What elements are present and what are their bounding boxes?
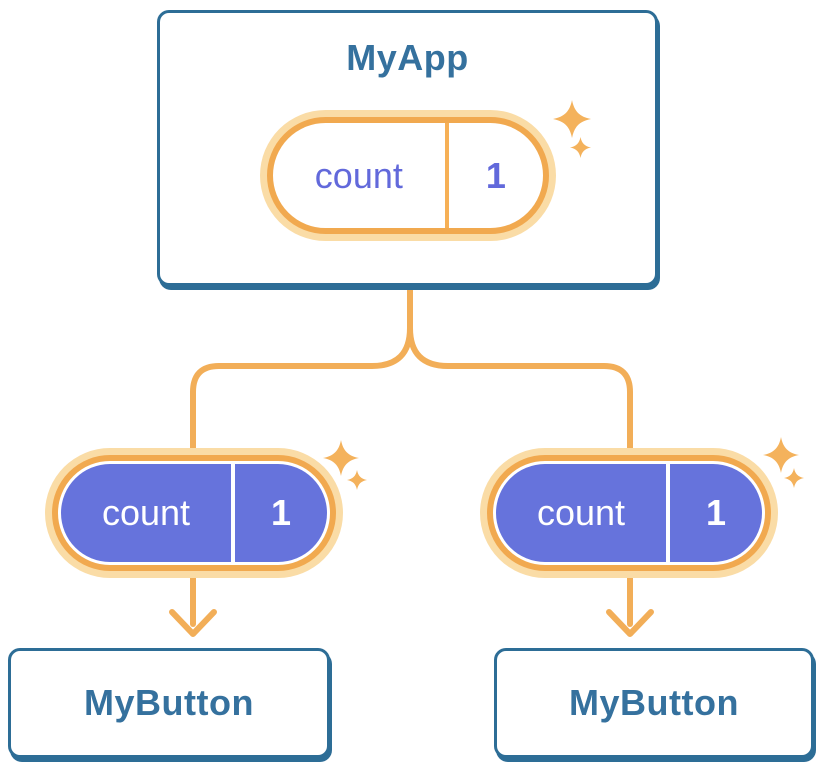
branch-left-line	[190, 285, 413, 455]
sparkle-icon	[553, 100, 591, 138]
mybutton-right-title: MyButton	[569, 682, 739, 723]
state-value: 1	[706, 492, 727, 533]
state-value: 1	[271, 492, 292, 533]
left-state-pill-ring: count 1	[52, 455, 336, 571]
state-label: count	[101, 492, 191, 533]
sparkle-icon	[784, 468, 804, 488]
state-label: count	[314, 154, 403, 196]
arrow-right-head	[606, 609, 654, 637]
myapp-title: MyApp	[346, 37, 469, 78]
sparkle-icon	[323, 440, 359, 476]
branch-right-line	[407, 285, 633, 455]
right-state-pill-ring: count 1	[487, 455, 771, 571]
pill-divider	[445, 123, 450, 228]
mybutton-left-card: MyButton	[8, 648, 330, 758]
sparkle-icon	[763, 437, 799, 473]
left-state-pill-fill: count 1	[61, 464, 327, 562]
sparkle-icon	[347, 470, 367, 490]
right-state-pill: count 1	[480, 448, 778, 578]
arrow-left-head	[169, 609, 217, 637]
state-value: 1	[485, 154, 506, 196]
pill-divider	[231, 464, 236, 562]
state-label: count	[536, 492, 626, 533]
mybutton-right-card: MyButton	[494, 648, 814, 758]
right-state-pill-fill: count 1	[496, 464, 762, 562]
sparkle-icon	[570, 137, 591, 158]
pill-divider	[666, 464, 671, 562]
left-state-pill: count 1	[45, 448, 343, 578]
mybutton-left-title: MyButton	[84, 682, 254, 723]
root-state-pill-ring: count 1	[266, 117, 549, 234]
root-state-pill: count 1	[259, 110, 556, 241]
